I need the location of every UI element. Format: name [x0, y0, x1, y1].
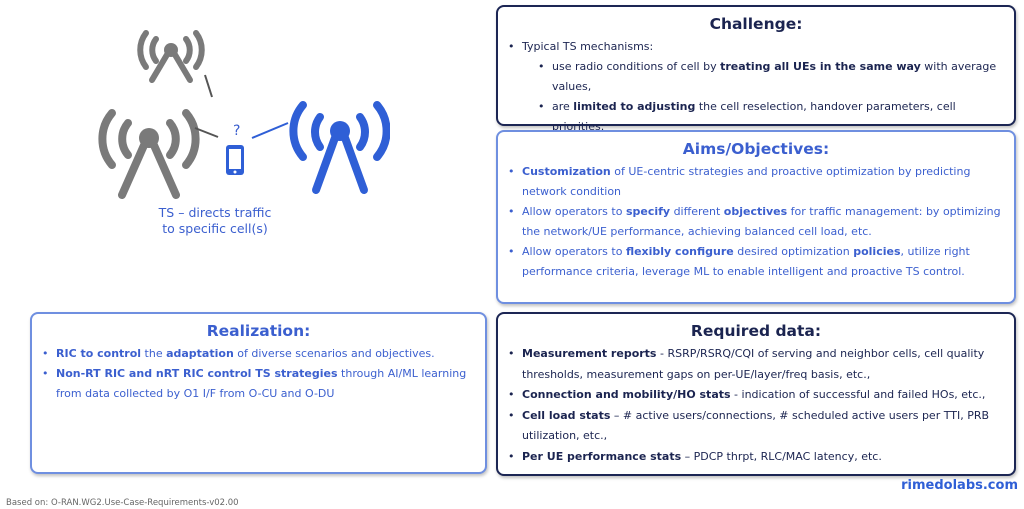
- website-link[interactable]: rimedolabs.com: [901, 478, 1018, 493]
- traffic-steering-figure: ?: [98, 30, 390, 199]
- blue-tower-icon: [289, 101, 390, 194]
- figure-caption: TS – directs traffic to specific cell(s): [158, 205, 272, 236]
- list-item: use radio conditions of cell by treating…: [538, 57, 1004, 97]
- list-item: Per UE performance stats – PDCP thrpt, R…: [508, 447, 1004, 468]
- arrows-icon: [194, 74, 289, 139]
- list-item: Measurement reports - RSRP/RSRQ/CQI of s…: [508, 344, 1004, 385]
- list-item: Cell load stats – # active users/connect…: [508, 406, 1004, 447]
- question-mark: ?: [233, 123, 240, 139]
- list-item: Connection and mobility/HO stats - indic…: [508, 385, 1004, 406]
- challenge-title: Challenge:: [709, 15, 803, 33]
- list-item: Typical TS mechanisms:: [508, 37, 1004, 57]
- aims-title: Aims/Objectives:: [682, 140, 830, 158]
- challenge-box: Challenge: Typical TS mechanisms: use ra…: [496, 5, 1016, 133]
- realization-box: Realization: RIC to control the adaptati…: [30, 312, 487, 474]
- phone-icon: [226, 145, 244, 175]
- aims-box: Aims/Objectives: Customization of UE-cen…: [496, 130, 1016, 304]
- gray-tower-top-icon: [137, 30, 205, 83]
- list-item: Non-RT RIC and nRT RIC control TS strate…: [42, 364, 475, 404]
- realization-title: Realization:: [206, 322, 311, 340]
- required-data-box: Required data: Measurement reports - RSR…: [496, 312, 1016, 476]
- gray-tower-left-icon: [98, 109, 200, 199]
- list-item: Customization of UE-centric strategies a…: [508, 162, 1004, 202]
- list-item: RIC to control the adaptation of diverse…: [42, 344, 475, 364]
- source-note: Based on: O-RAN.WG2.Use-Case-Requirement…: [6, 498, 239, 508]
- required-title: Required data:: [690, 322, 822, 340]
- list-item: Allow operators to specify different obj…: [508, 202, 1004, 242]
- list-item: Allow operators to flexibly configure de…: [508, 242, 1004, 282]
- list-item: are limited to adjusting the cell resele…: [538, 97, 1004, 137]
